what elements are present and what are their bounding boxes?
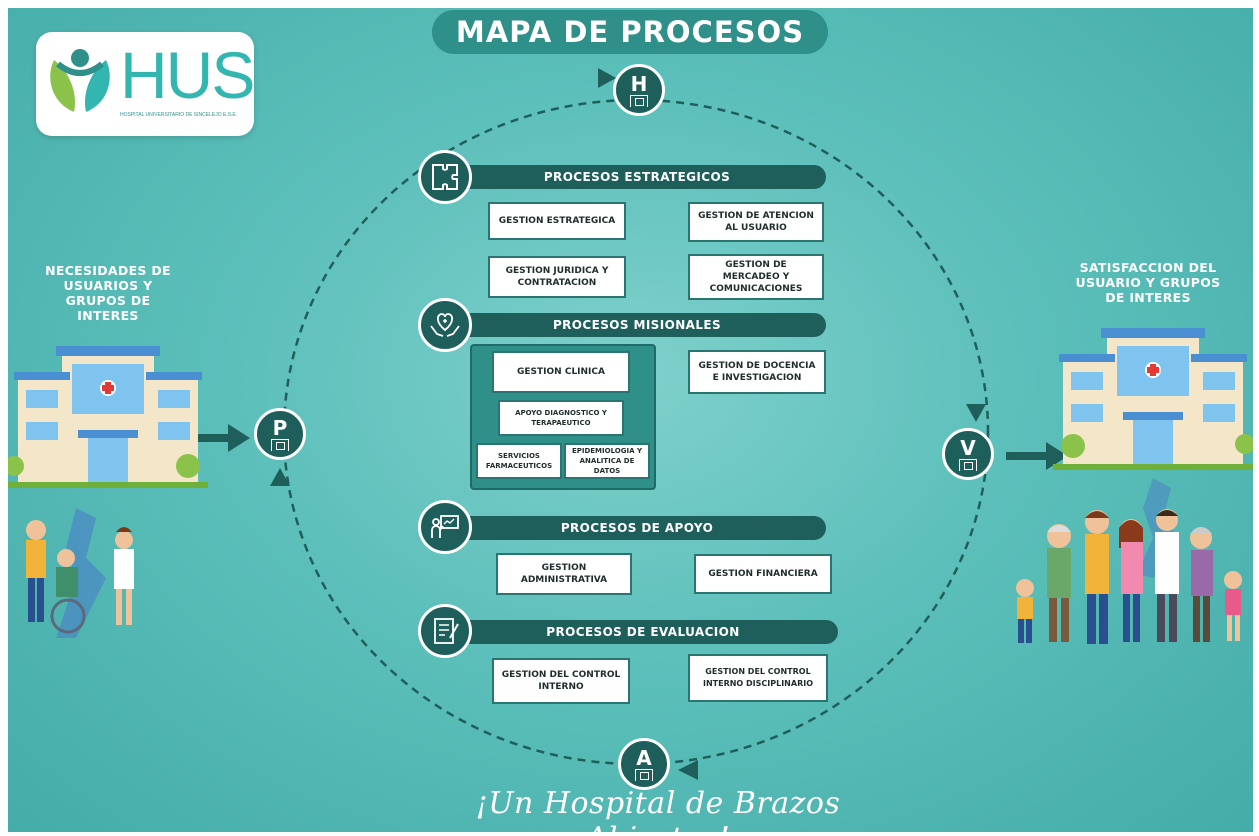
building-icon <box>635 768 653 781</box>
box-control-interno-disciplinario: GESTION DEL CONTROL INTERNO DISCIPLINARI… <box>688 654 828 702</box>
section-bar-evaluacion: PROCESOS DE EVALUACION <box>448 620 838 644</box>
puzzle-icon <box>418 150 472 204</box>
needs-text: NECESIDADES DE USUARIOS Y GRUPOS DE INTE… <box>38 263 178 323</box>
cycle-letter-bottom: A <box>636 745 652 770</box>
needs-line-4: INTERES <box>77 308 139 323</box>
right-output-arrow-shaft <box>1006 452 1046 460</box>
cycle-letter-right: V <box>960 435 976 460</box>
arrow-left <box>270 468 290 486</box>
box-gestion-mercadeo: GESTION DE MERCADEO Y COMUNICACIONES <box>688 254 824 300</box>
left-hospital-illustration <box>8 346 208 488</box>
cycle-node-bottom: A <box>618 738 670 790</box>
cycle-node-right: V <box>942 428 994 480</box>
cycle-node-top: H <box>613 64 665 116</box>
left-people-illustration <box>26 508 134 638</box>
box-epidemiologia: EPIDEMIOLOGIA Y ANALITICA DE DATOS <box>564 443 650 479</box>
satisfaction-text: SATISFACCION DEL USUARIO Y GRUPOS DE INT… <box>1073 260 1223 305</box>
section-bar-misionales: PROCESOS MISIONALES <box>448 313 826 337</box>
left-input-arrow-shaft <box>186 434 230 442</box>
satisfaction-line-2: USUARIO Y GRUPOS <box>1075 275 1221 290</box>
box-gestion-docencia: GESTION DE DOCENCIA E INVESTIGACION <box>688 350 826 394</box>
right-family-illustration <box>1016 478 1242 644</box>
logo-subtitle: HOSPITAL UNIVERSITARIO DE SINCELEJO E.S.… <box>120 112 238 118</box>
right-hospital-illustration <box>1053 328 1253 470</box>
page-title: MAPA DE PROCESOS <box>432 10 828 54</box>
satisfaction-line-3: DE INTERES <box>1105 290 1191 305</box>
checklist-icon <box>418 604 472 658</box>
slogan: ¡Un Hospital de Brazos Abiertos! <box>475 786 841 832</box>
logo-figure-icon <box>50 49 110 112</box>
satisfaction-line-1: SATISFACCION DEL <box>1079 260 1217 275</box>
right-output-arrow-head <box>1046 442 1068 470</box>
box-gestion-clinica: GESTION CLINICA <box>492 351 630 393</box>
needs-line-1: NECESIDADES DE <box>45 263 171 278</box>
cycle-letter-top: H <box>630 71 648 96</box>
heart-hands-icon <box>418 298 472 352</box>
needs-line-2: USUARIOS Y <box>63 278 153 293</box>
logo-wordmark: HUS <box>120 38 255 112</box>
left-input-arrow-head <box>228 424 250 452</box>
box-apoyo-diagnostico: APOYO DIAGNOSTICO Y TERAPAEUTICO <box>498 400 624 436</box>
box-gestion-juridica: GESTION JURIDICA Y CONTRATACION <box>488 256 626 298</box>
hus-logo: HUS HOSPITAL UNIVERSITARIO DE SINCELEJO … <box>36 32 255 136</box>
building-icon <box>959 458 977 471</box>
process-map-canvas: MAPA DE PROCESOS HUS HOSPITAL UNIVERSITA… <box>8 8 1253 832</box>
box-control-interno: GESTION DEL CONTROL INTERNO <box>492 658 630 704</box>
box-gestion-atencion-usuario: GESTION DE ATENCION AL USUARIO <box>688 202 824 242</box>
building-icon <box>271 438 289 451</box>
needs-line-3: GRUPOS DE <box>65 293 151 308</box>
cycle-letter-left: P <box>272 415 288 440</box>
arrow-bottom <box>678 760 698 780</box>
section-bar-apoyo: PROCESOS DE APOYO <box>448 516 826 540</box>
arrow-top <box>598 68 616 88</box>
box-gestion-estrategica: GESTION ESTRATEGICA <box>488 202 626 240</box>
box-gestion-financiera: GESTION FINANCIERA <box>694 554 832 594</box>
building-icon <box>630 94 648 107</box>
box-servicios-farmaceuticos: SERVICIOS FARMACEUTICOS <box>476 443 562 479</box>
cycle-node-left: P <box>254 408 306 460</box>
presentation-icon <box>418 500 472 554</box>
box-gestion-administrativa: GESTION ADMINISTRATIVA <box>496 553 632 595</box>
arrow-right <box>966 404 986 422</box>
section-bar-estrategicos: PROCESOS ESTRATEGICOS <box>448 165 826 189</box>
